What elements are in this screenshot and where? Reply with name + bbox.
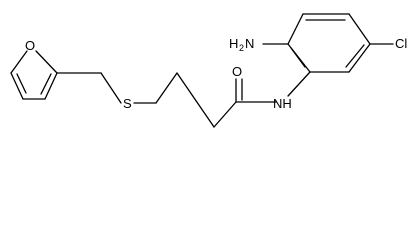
molecule-drawing: O S O NH H 2 N Cl: [10, 13, 407, 128]
bond-ring-c2-c3: [287, 13, 304, 45]
chemical-structure-canvas: O S O NH H 2 N Cl: [10, 13, 407, 128]
atom-label-carbonyl-oxygen: O: [232, 64, 242, 79]
bond-furan-c4-c5: [10, 72, 24, 100]
atom-label-chlorine: Cl: [395, 36, 407, 51]
atom-label-sulfur: S: [123, 96, 132, 111]
atom-label-furan-oxygen: O: [25, 38, 35, 53]
bond-c3-c2: [176, 72, 215, 128]
bond-n-ring: [287, 71, 311, 97]
bond-ch2-s: [100, 72, 122, 104]
bond-furan-c4-c5-double: [16, 73, 27, 94]
atom-label-amide-nh: NH: [273, 96, 292, 111]
atom-label-amine-n: N: [245, 36, 254, 51]
bond-ring-c5-c6-double: [345, 44, 365, 68]
bond-furan-c2-c3: [44, 72, 58, 100]
bond-furan-c5-o: [10, 50, 28, 74]
atom-label-amine-subscript: 2: [239, 43, 244, 53]
bond-furan-o-c2: [35, 50, 58, 74]
bond-ring-c4-c5: [348, 13, 371, 45]
bond-c2-c1: [213, 101, 237, 128]
atom-label-amine-h: H: [229, 36, 238, 51]
bond-c4-c3: [155, 72, 178, 104]
bond-ring-c1-c2-double: [290, 47, 306, 68]
bond-furan-c3-c3-double: [40, 73, 52, 95]
bond-ring-c5-c6: [348, 43, 371, 73]
